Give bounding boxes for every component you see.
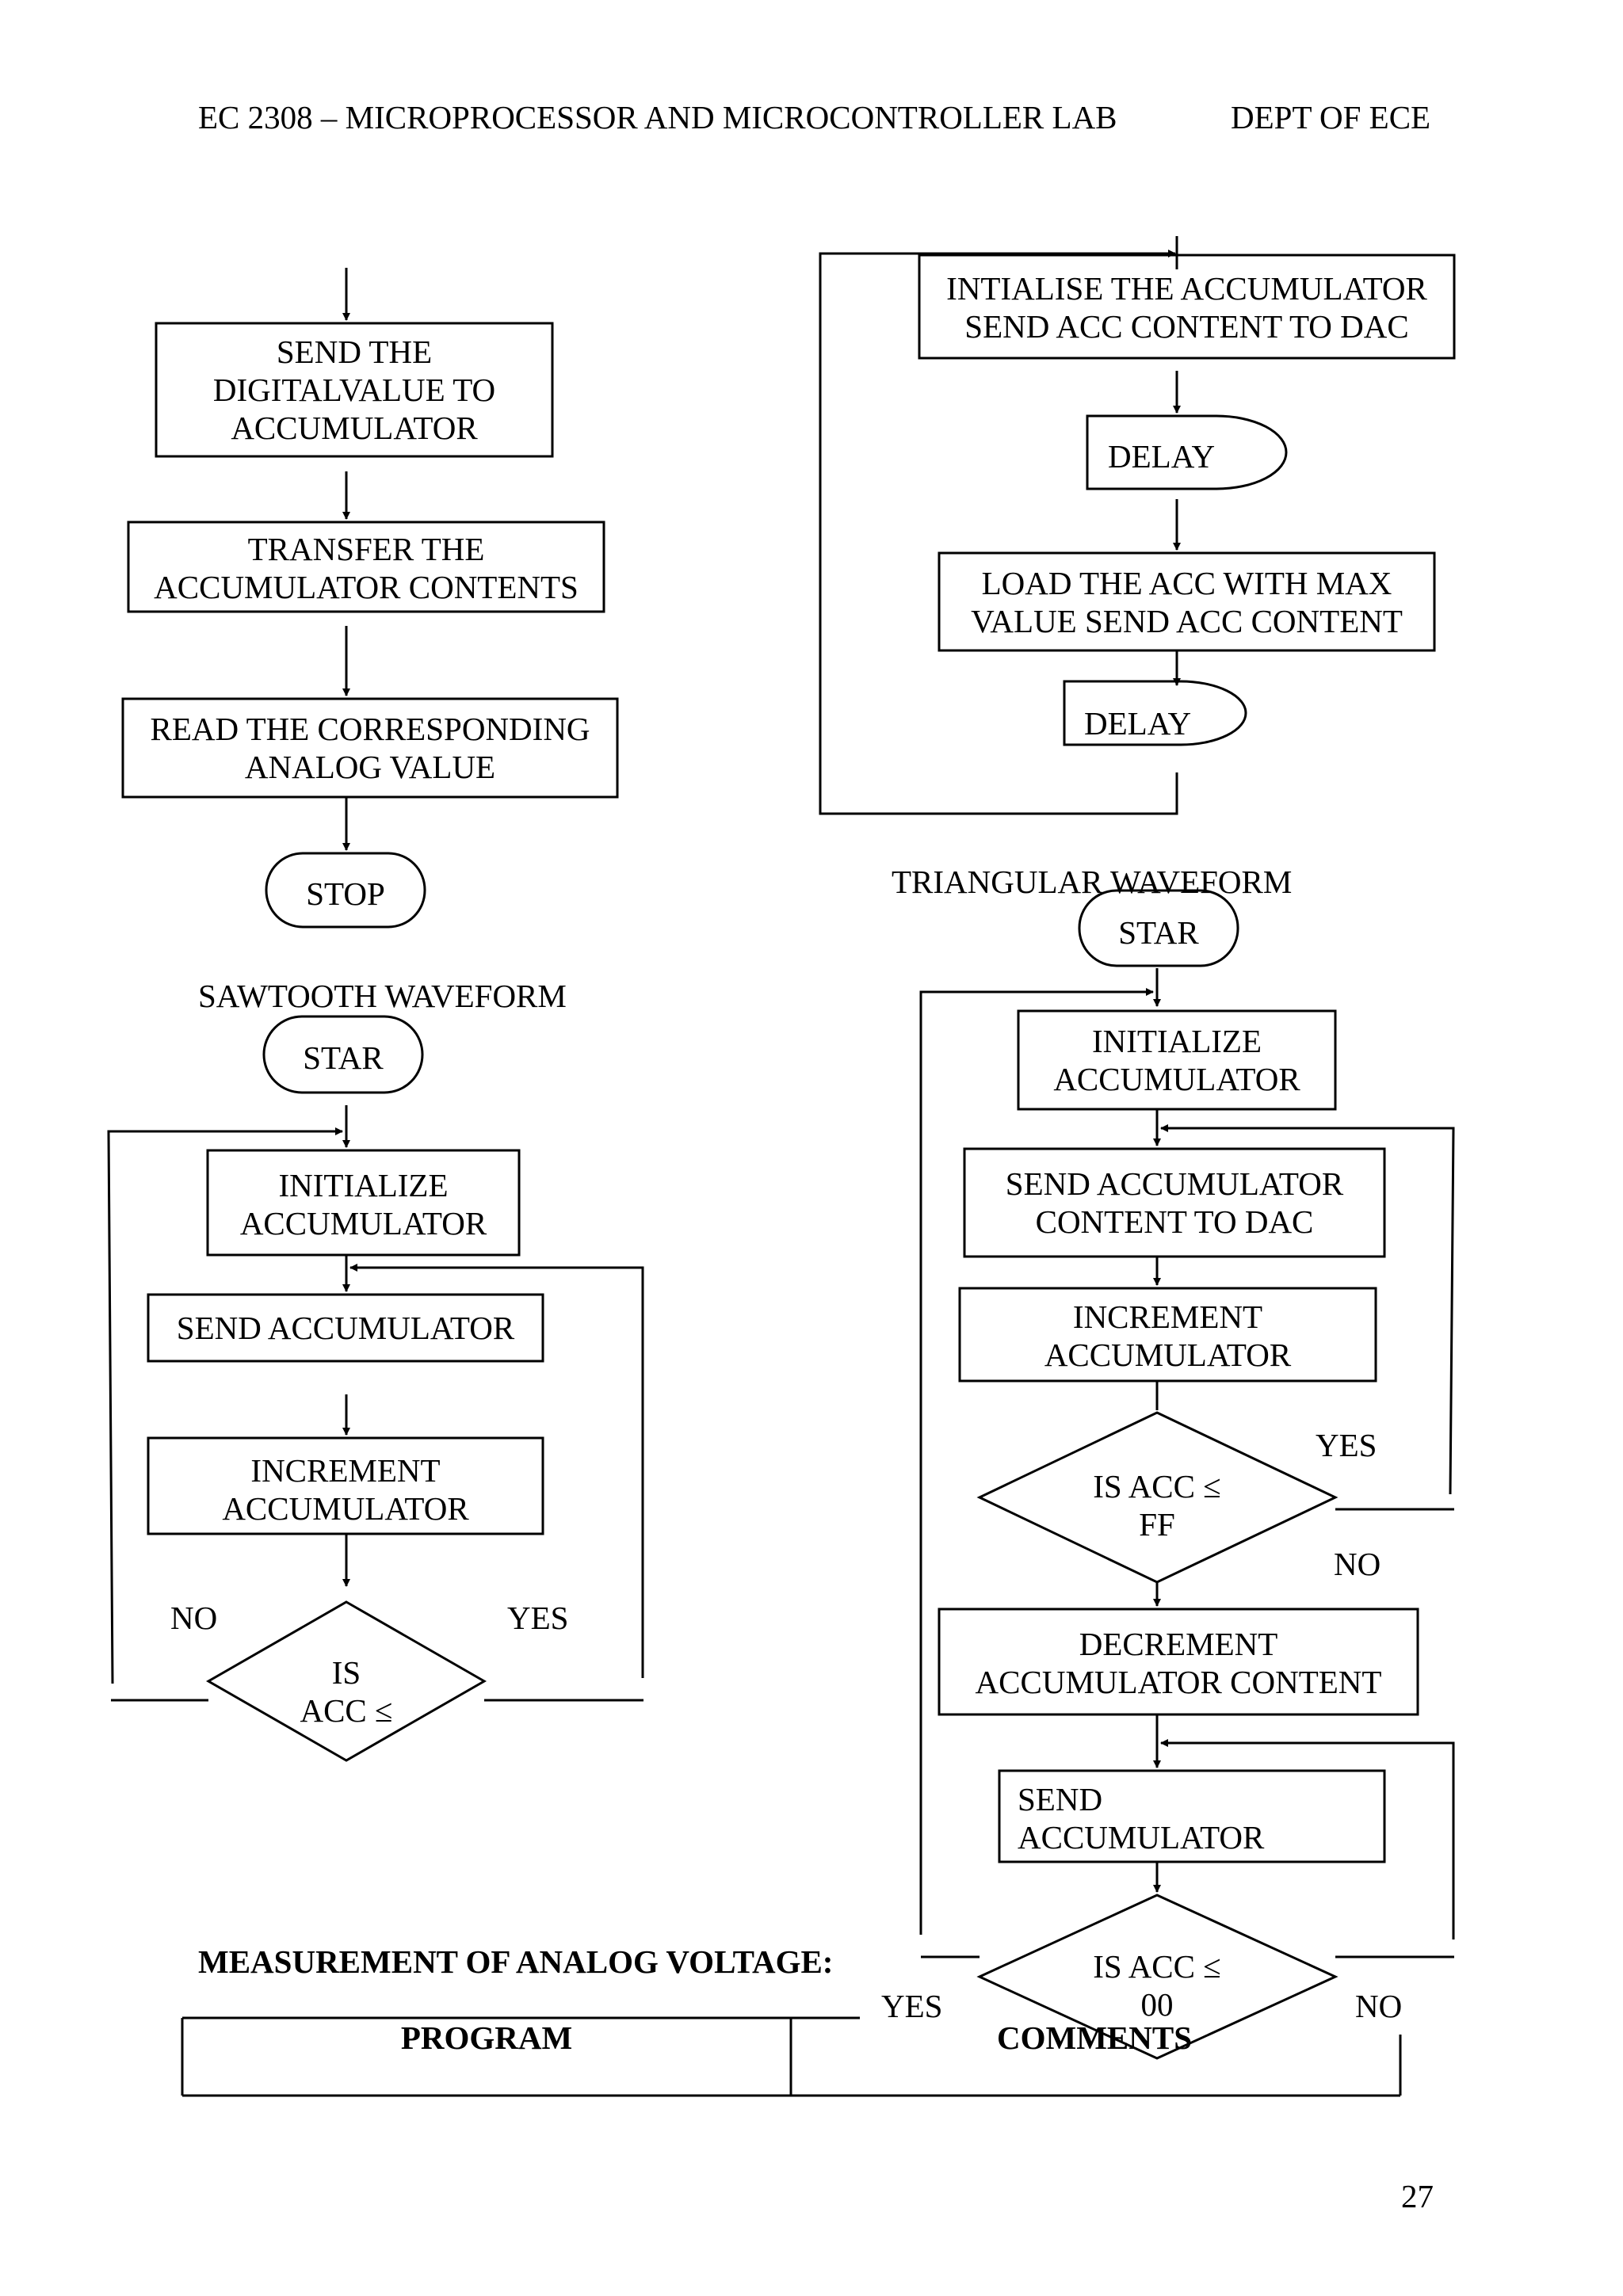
saw-send-text: SEND ACCUMULATOR — [176, 1310, 515, 1346]
transfer-box — [127, 521, 605, 613]
course-header: EC 2308 – MICROPROCESSOR AND MICROCONTRO… — [198, 99, 1117, 135]
tri-yes2-label: YES — [881, 1988, 943, 2024]
tri-send-dac-box — [963, 1147, 1386, 1258]
tri-decrement-box — [938, 1608, 1419, 1716]
saw-no-label: NO — [170, 1600, 218, 1636]
tri-no2-label: NO — [1355, 1988, 1403, 2024]
saw-send-box — [147, 1293, 544, 1363]
tri-decision2-diamond — [976, 1894, 1338, 2060]
stop-terminal — [265, 852, 426, 929]
tri-start-label: STAR — [1118, 914, 1199, 951]
tri-init-box — [1017, 1009, 1337, 1111]
tri-start-terminal — [1078, 889, 1239, 967]
tri-increment-text: INCREMENT ACCUMULATOR — [1044, 1299, 1292, 1373]
tri-init-text: INITIALIZE ACCUMULATOR — [1053, 1023, 1300, 1097]
tri-increment-box — [958, 1287, 1377, 1383]
tri-yes1-label: YES — [1316, 1427, 1377, 1463]
comments-column-header: COMMENTS — [997, 2019, 1192, 2056]
read-analog-text: READ THE CORRESPONDING ANALOG VALUE — [150, 711, 590, 785]
init-send-text: INTIALISE THE ACCUMULATOR SEND ACC CONTE… — [946, 270, 1427, 345]
dept-header: DEPT OF ECE — [1231, 99, 1431, 135]
tri-send-dac-text: SEND ACCUMULATOR CONTENT TO DAC — [1005, 1165, 1344, 1240]
saw-yes-label: YES — [507, 1600, 569, 1636]
saw-init-text: INITIALIZE ACCUMULATOR — [239, 1167, 487, 1241]
saw-decision-diamond — [205, 1600, 487, 1762]
tri-no1-label: NO — [1334, 1546, 1381, 1582]
saw-start-label: STAR — [303, 1039, 384, 1076]
send-digital-text: SEND THE DIGITALVALUE TO ACCUMULATOR — [212, 334, 496, 446]
tri-send-text: SEND ACCUMULATOR — [1018, 1781, 1265, 1855]
measurement-heading: MEASUREMENT OF ANALOG VOLTAGE: — [198, 1943, 834, 1980]
delay2-label: DELAY — [1084, 705, 1192, 742]
delay1-label: DELAY — [1108, 438, 1216, 475]
saw-decision-text: IS ACC ≤ — [300, 1654, 393, 1729]
saw-increment-text: INCREMENT ACCUMULATOR — [222, 1452, 469, 1527]
load-max-box — [938, 551, 1436, 652]
saw-start-terminal — [262, 1015, 424, 1094]
tri-decrement-text: DECREMENT ACCUMULATOR CONTENT — [975, 1626, 1382, 1700]
sawtooth-title: SAWTOOTH WAVEFORM — [198, 978, 567, 1014]
send-digital-box — [155, 322, 554, 458]
saw-init-box — [206, 1149, 521, 1257]
tri-send-box — [998, 1769, 1386, 1863]
read-analog-box — [121, 697, 619, 799]
delay1-shape — [1086, 414, 1288, 490]
load-max-text: LOAD THE ACC WITH MAX VALUE SEND ACC CON… — [971, 565, 1403, 639]
tri-decision1-text: IS ACC ≤ FF — [1093, 1468, 1221, 1543]
tri-decision2-text: IS ACC ≤ 00 — [1093, 1948, 1221, 2023]
program-column-header: PROGRAM — [400, 2019, 573, 2056]
delay2-shape — [1063, 680, 1247, 746]
stop-label: STOP — [306, 875, 385, 912]
transfer-text: TRANSFER THE ACCUMULATOR CONTENTS — [154, 531, 579, 605]
triangular-title: TRIANGULAR WAVEFORM — [892, 864, 1293, 900]
page-number: 27 — [1401, 2178, 1434, 2214]
init-send-box — [918, 254, 1456, 360]
